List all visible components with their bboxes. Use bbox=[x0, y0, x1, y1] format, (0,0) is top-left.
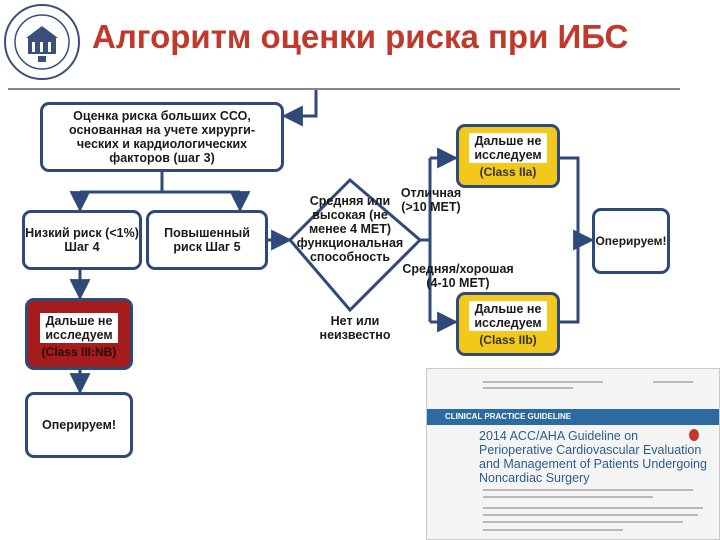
journal-seal-icon bbox=[689, 429, 699, 441]
no-further-red-text: Дальше не исследуем bbox=[40, 313, 118, 343]
doc-band-text: CLINICAL PRACTICE GUIDELINE bbox=[445, 412, 572, 421]
class-3-label: (Class III:NB) bbox=[41, 345, 117, 359]
class-2b-label: (Class IIb) bbox=[479, 333, 537, 347]
university-emblem-icon bbox=[4, 4, 80, 80]
operate-right-text: Оперируем! bbox=[595, 234, 667, 248]
no-further-red-box: Дальше не исследуем (Class III:NB) bbox=[25, 298, 133, 370]
arrow-into-step3 bbox=[281, 90, 318, 127]
doc-band: CLINICAL PRACTICE GUIDELINE bbox=[427, 409, 719, 425]
low-risk-box: Низкий риск (<1%) Шаг 4 bbox=[22, 210, 142, 270]
doc-body-line bbox=[483, 514, 698, 516]
doc-header-line bbox=[653, 381, 693, 383]
high-risk-box: Повышенный риск Шаг 5 bbox=[146, 210, 268, 270]
excellent-label: Отличная (>10 МЕТ) bbox=[400, 186, 462, 214]
capacity-diamond bbox=[287, 177, 423, 313]
doc-title: 2014 ACC/AHA Guideline on Perioperative … bbox=[479, 429, 707, 485]
class-2a-text: Дальше не исследуем bbox=[469, 133, 547, 163]
step3-box: Оценка риска больших ССО, основанная на … bbox=[40, 102, 284, 172]
moderate-label: Средняя/хорошая (4-10 МЕТ) bbox=[402, 262, 514, 290]
high-risk-text: Повышенный риск Шаг 5 bbox=[164, 226, 250, 254]
operate-right-box: Оперируем! bbox=[592, 208, 670, 274]
page-title: Алгоритм оценки риска при ИБС bbox=[92, 18, 629, 55]
unknown-label: Нет или неизвестно bbox=[319, 314, 391, 342]
operate-left-box: Оперируем! bbox=[25, 392, 133, 458]
doc-body-line bbox=[483, 521, 683, 523]
diamond-label: Средняя или высокая (не менее 4 МЕТ) фун… bbox=[296, 194, 404, 264]
operate-left-text: Оперируем! bbox=[42, 418, 116, 432]
doc-body-line bbox=[483, 507, 703, 509]
doc-header-line bbox=[483, 387, 573, 389]
doc-body-line bbox=[483, 496, 653, 498]
doc-body-line bbox=[483, 489, 693, 491]
class-2b-text: Дальше не исследуем bbox=[469, 301, 547, 331]
class-2a-box: Дальше не исследуем (Class IIa) bbox=[456, 124, 560, 188]
step3-text: Оценка риска больших ССО, основанная на … bbox=[69, 109, 255, 165]
low-risk-text: Низкий риск (<1%) Шаг 4 bbox=[25, 226, 139, 254]
doc-body-line bbox=[483, 529, 623, 531]
guideline-document-thumbnail: CLINICAL PRACTICE GUIDELINE 2014 ACC/AHA… bbox=[426, 368, 720, 540]
class-2a-label: (Class IIa) bbox=[479, 165, 537, 179]
class-2b-box: Дальше не исследуем (Class IIb) bbox=[456, 292, 560, 356]
title-divider bbox=[8, 88, 680, 90]
doc-header-line bbox=[483, 381, 603, 383]
